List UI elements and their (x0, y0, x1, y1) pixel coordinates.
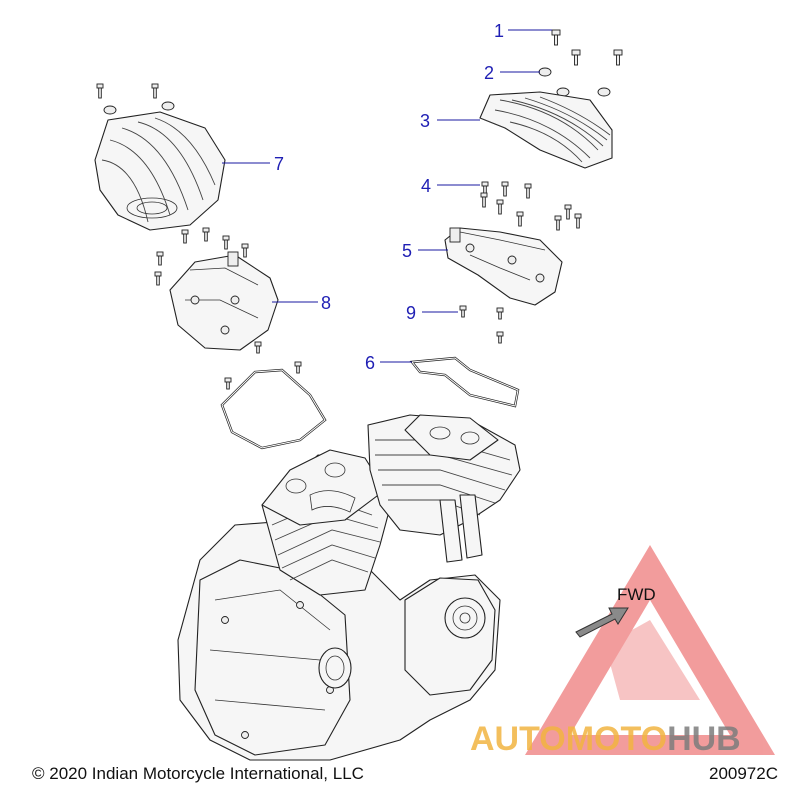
leader-lines (222, 29, 552, 363)
callout-3: 3 (420, 111, 430, 131)
figure-id: 200972C (708, 764, 778, 783)
watermark-hub: HUB (667, 720, 741, 758)
part-8-front-rocker-box (154, 227, 302, 390)
part-6-rear-gasket (409, 356, 520, 408)
watermark-text: AUTOMOTOHUB (470, 720, 741, 758)
callout-6: 6 (365, 353, 375, 373)
watermark-logo (525, 545, 775, 755)
callout-9: 9 (406, 303, 416, 323)
callout-8: 8 (321, 293, 331, 313)
fwd-label: FWD (617, 585, 656, 604)
fwd-arrow-icon (575, 607, 629, 638)
part-5-rear-rocker-box (444, 227, 563, 306)
part-1-bolts (551, 29, 623, 66)
callout-4: 4 (421, 176, 431, 196)
watermark-automoto: AUTOMOTO (470, 720, 667, 758)
engine-assembly (177, 414, 521, 761)
part-4-bolts (480, 181, 582, 231)
front-gasket (220, 368, 327, 450)
part-2-grommets (538, 67, 611, 97)
callout-1: 1 (494, 21, 504, 41)
callout-7: 7 (274, 154, 284, 174)
callout-2: 2 (484, 63, 494, 83)
part-3-rear-rocker-cover (479, 91, 613, 169)
copyright-text: © 2020 Indian Motorcycle International, … (32, 764, 364, 783)
part-7-front-rocker-cover (94, 83, 226, 231)
callout-5: 5 (402, 241, 412, 261)
part-9-bolts (459, 305, 504, 344)
